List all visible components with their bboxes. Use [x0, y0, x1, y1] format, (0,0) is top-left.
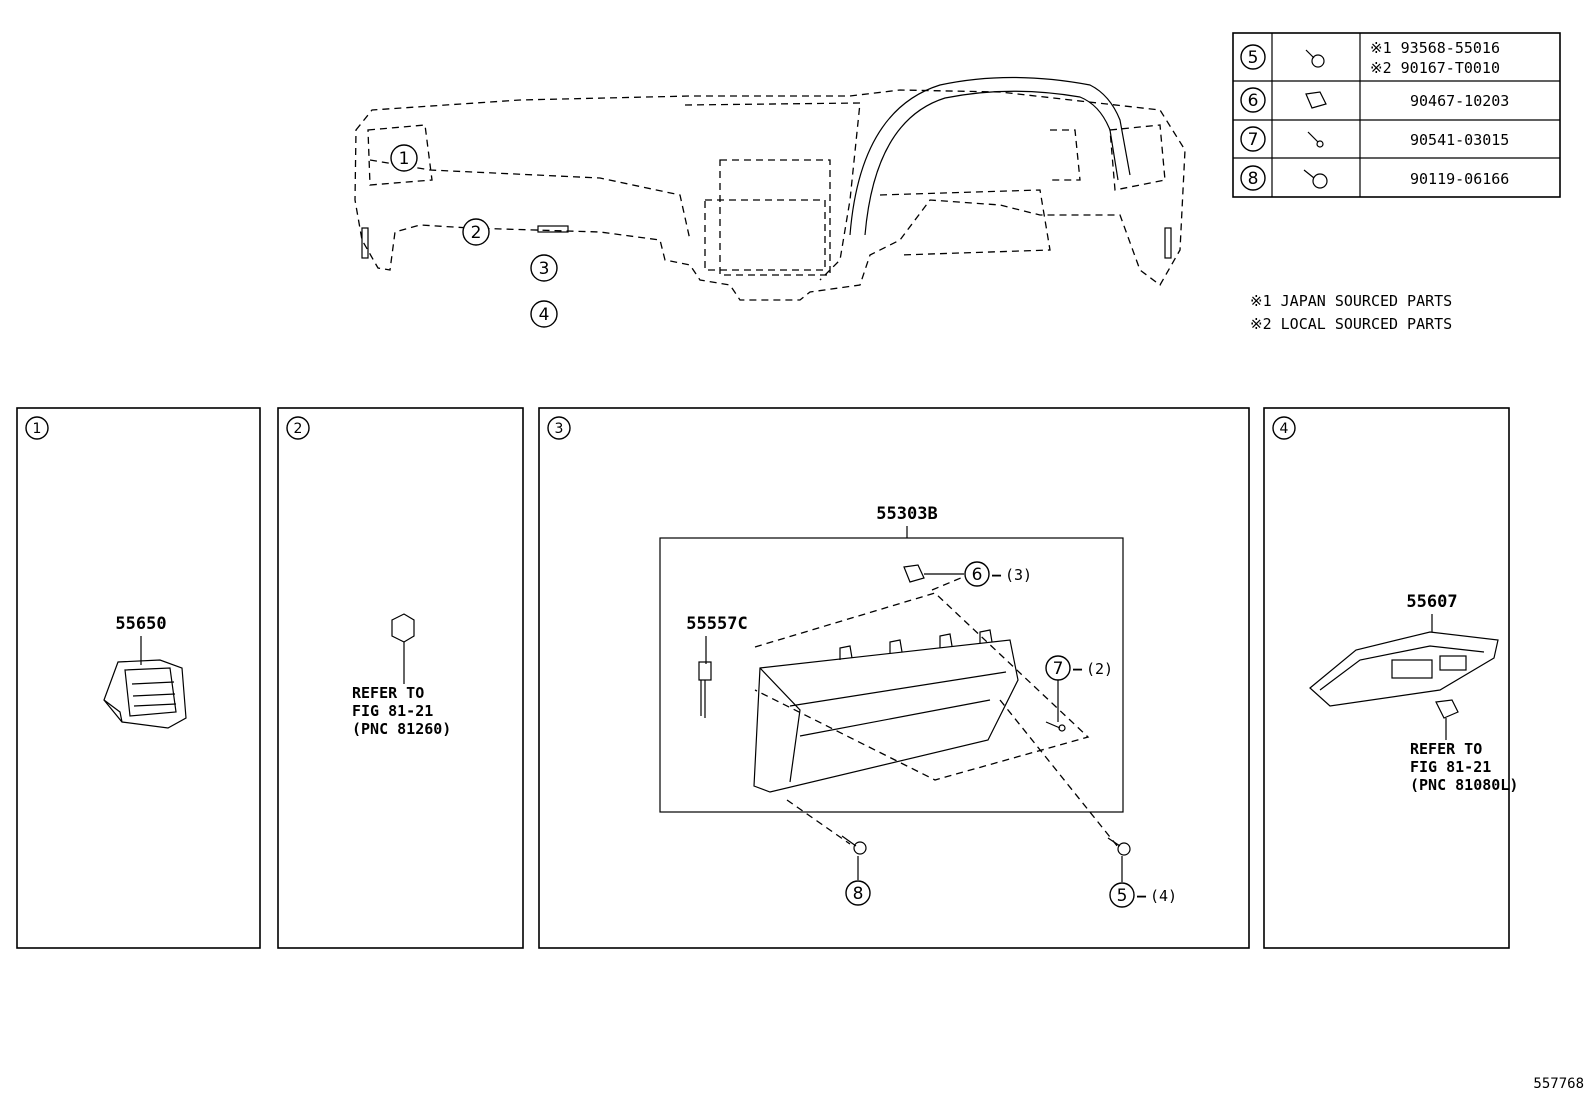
fastener-6: 6 – (3) [903, 561, 1032, 587]
svg-text:4: 4 [1280, 421, 1289, 437]
svg-text:(PNC 81080L): (PNC 81080L) [1410, 776, 1518, 794]
svg-text:90119-06166: 90119-06166 [1410, 170, 1509, 188]
part-number-55650: 55650 [115, 614, 166, 634]
table-row: 6 90467-10203 [1240, 87, 1509, 113]
part-number-55557c: 55557C [686, 614, 747, 634]
fastener-5: 5 – (4) [1107, 837, 1177, 908]
svg-text:(2): (2) [1086, 660, 1113, 678]
table-row: 5 ※1 93568-55016 ※2 90167-T0010 [1240, 39, 1500, 77]
part-number-55607: 55607 [1406, 592, 1457, 612]
pin-icon [1307, 131, 1324, 148]
figure-id: 557768 [1533, 1076, 1584, 1092]
pin-icon [1045, 721, 1066, 732]
svg-text:REFER TO: REFER TO [352, 684, 424, 702]
svg-text:7: 7 [1248, 130, 1259, 150]
clip-icon [1305, 91, 1327, 109]
svg-text:90541-03015: 90541-03015 [1410, 131, 1509, 149]
fastener-7: 7 – (2) [1045, 655, 1113, 732]
svg-text:4: 4 [539, 305, 550, 325]
svg-text:2: 2 [294, 421, 303, 437]
svg-text:8: 8 [853, 884, 864, 904]
svg-text:6: 6 [972, 565, 983, 585]
svg-text:※1 93568-55016: ※1 93568-55016 [1370, 39, 1500, 57]
clip-icon [903, 564, 925, 583]
svg-text:6: 6 [1248, 91, 1259, 111]
svg-text:8: 8 [1248, 169, 1259, 189]
part-number-55303b: 55303B [876, 504, 937, 524]
svg-text:1: 1 [399, 149, 410, 169]
svg-text:1: 1 [33, 421, 42, 437]
note-japan-sourced: ※1 JAPAN SOURCED PARTS [1250, 292, 1452, 310]
svg-text:※2 90167-T0010: ※2 90167-T0010 [1370, 59, 1500, 77]
svg-text:3: 3 [555, 421, 564, 437]
svg-text:5: 5 [1117, 886, 1128, 906]
callout-3: 3 [530, 254, 558, 282]
screw-icon [841, 835, 867, 855]
clip-icon [1435, 699, 1459, 740]
latch-icon [698, 661, 712, 718]
panel-trim-icon [1309, 631, 1499, 707]
panel-1: 1 55650 [16, 407, 261, 949]
svg-text:(4): (4) [1150, 887, 1177, 905]
air-vent-icon [103, 659, 187, 729]
svg-text:(PNC 81260): (PNC 81260) [352, 720, 451, 738]
svg-text:90467-10203: 90467-10203 [1410, 92, 1509, 110]
note-local-sourced: ※2 LOCAL SOURCED PARTS [1250, 315, 1452, 333]
svg-text:5: 5 [1248, 48, 1259, 68]
callout-2: 2 [462, 218, 490, 246]
svg-text:FIG 81-21: FIG 81-21 [1410, 758, 1491, 776]
table-row: 8 90119-06166 [1240, 165, 1509, 191]
glove-box-icon [753, 629, 1019, 793]
parts-table: 5 ※1 93568-55016 ※2 90167-T0010 6 90467-… [1232, 32, 1561, 198]
screw-icon [1303, 169, 1328, 189]
clip-icon [391, 613, 415, 684]
svg-text:REFER TO: REFER TO [1410, 740, 1482, 758]
panel-4: 4 55607 REFER TO FIG 81-21 (PNC 81080L) [1263, 407, 1518, 949]
callout-1: 1 [390, 144, 418, 172]
callout-4: 4 [530, 300, 558, 328]
fastener-8: 8 [841, 835, 871, 906]
assembly-box [659, 537, 1124, 813]
dashboard-overview [354, 76, 1186, 301]
svg-text:3: 3 [539, 259, 550, 279]
panel-2: 2 REFER TO FIG 81-21 (PNC 81260) [277, 407, 524, 949]
svg-text:7: 7 [1053, 659, 1064, 679]
svg-text:2: 2 [471, 223, 482, 243]
svg-text:FIG 81-21: FIG 81-21 [352, 702, 433, 720]
bolt-icon [1107, 837, 1131, 856]
svg-text:(3): (3) [1005, 566, 1032, 584]
table-row: 7 90541-03015 [1240, 126, 1509, 152]
svg-text:–: – [1073, 660, 1083, 678]
panel-3: 3 55303B 55557C [538, 407, 1250, 949]
svg-text:–: – [1137, 887, 1147, 905]
bolt-icon [1305, 49, 1325, 68]
svg-text:–: – [992, 566, 1002, 584]
